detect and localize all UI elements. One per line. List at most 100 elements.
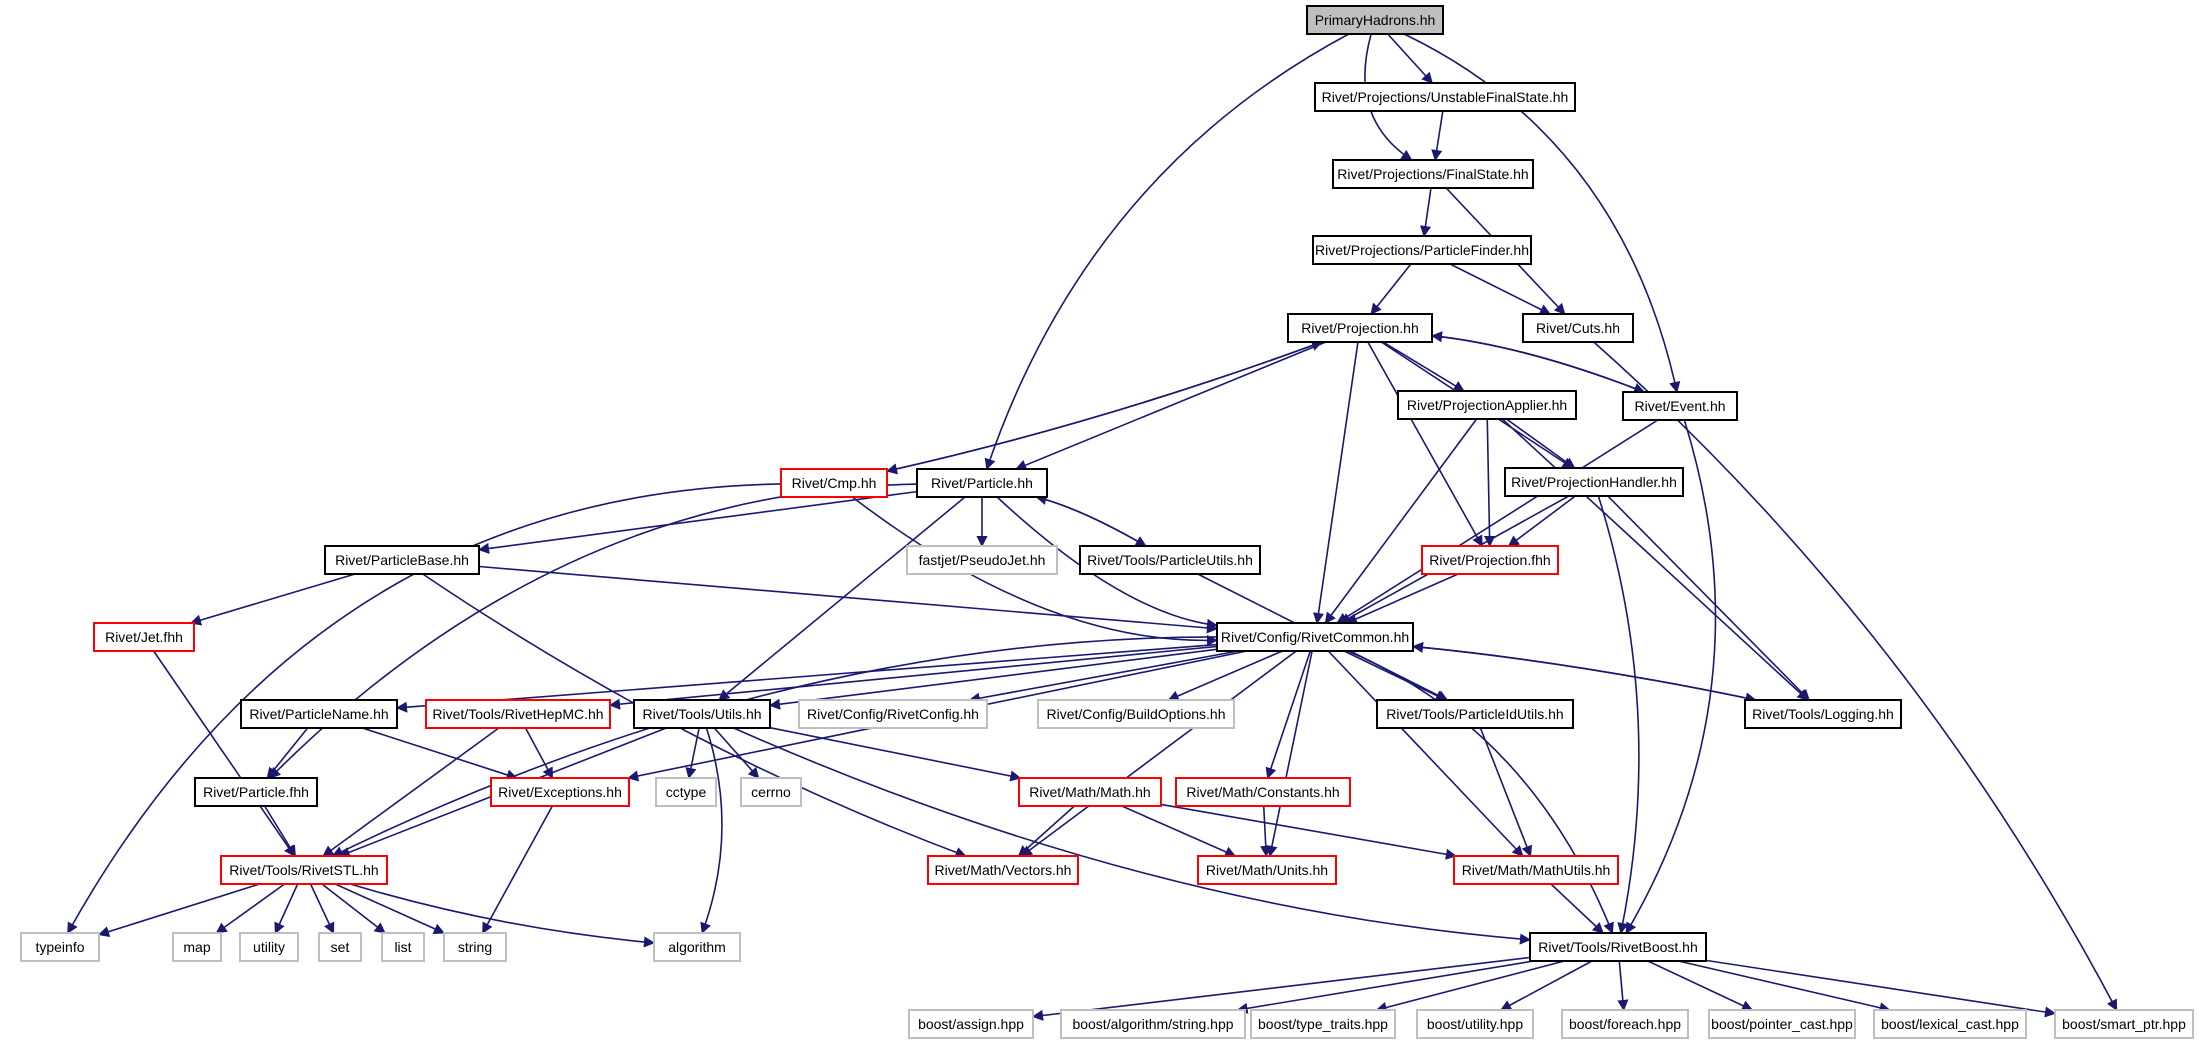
edge-common-to-boost xyxy=(1347,650,1614,935)
node-consts[interactable]: Rivet/Math/Constants.hh xyxy=(1175,777,1351,807)
node-pfhh[interactable]: Rivet/Particle.fhh xyxy=(194,777,318,807)
node-rconfig: Rivet/Config/RivetConfig.hh xyxy=(798,699,988,729)
node-box-mutils xyxy=(1453,855,1619,885)
node-box-exc xyxy=(490,777,630,807)
node-pname[interactable]: Rivet/ParticleName.hh xyxy=(240,699,398,729)
edge-papp-to-common xyxy=(1324,418,1478,624)
edge-cuts-to-bsp xyxy=(1593,341,2118,1011)
node-box-bpc xyxy=(1708,1009,1856,1039)
edge-common-to-stl xyxy=(331,636,1218,857)
node-pf[interactable]: Rivet/Projections/ParticleFinder.hh xyxy=(1312,235,1532,265)
edge-mathhh-to-mutils xyxy=(1160,803,1458,860)
edge-common-to-logging xyxy=(1412,645,1757,704)
edge-root-to-ufs xyxy=(1387,33,1434,84)
node-box-proj xyxy=(1287,313,1433,343)
node-label-stl: Rivet/Tools/RivetSTL.hh xyxy=(229,862,378,878)
edge-common-to-rconfig xyxy=(968,650,1239,704)
edge-proj-to-event xyxy=(1431,334,1646,394)
node-label-bassign: boost/assign.hpp xyxy=(918,1016,1024,1032)
node-mutils[interactable]: Rivet/Math/MathUtils.hh xyxy=(1453,855,1619,885)
node-box-pfhh xyxy=(194,777,318,807)
node-label-typeinfo: typeinfo xyxy=(35,939,84,955)
node-logging[interactable]: Rivet/Tools/Logging.hh xyxy=(1744,699,1902,729)
node-putils[interactable]: Rivet/Tools/ParticleUtils.hh xyxy=(1079,545,1261,575)
node-units[interactable]: Rivet/Math/Units.hh xyxy=(1197,855,1337,885)
node-btt: boost/type_traits.hpp xyxy=(1250,1009,1396,1039)
edge-proj-to-papp xyxy=(1382,341,1465,392)
edge-mathhh-to-vectors xyxy=(1017,805,1075,857)
edge-event-to-boost xyxy=(1625,419,1717,934)
node-cmp[interactable]: Rivet/Cmp.hh xyxy=(780,468,888,498)
node-event[interactable]: Rivet/Event.hh xyxy=(1622,391,1738,421)
edge-phand-to-logging xyxy=(1607,495,1810,701)
edge-boost-to-bassign xyxy=(1031,956,1531,1021)
edge-mutils-to-boost xyxy=(1550,883,1604,934)
edge-papp-to-logging xyxy=(1501,418,1809,701)
node-box-particle xyxy=(916,468,1048,498)
node-label-pseudojet: fastjet/PseudoJet.hh xyxy=(919,552,1046,568)
node-papp[interactable]: Rivet/ProjectionApplier.hh xyxy=(1397,390,1577,420)
node-box-pbase xyxy=(324,545,480,575)
edge-root-to-particle xyxy=(984,33,1350,471)
node-box-projfhh xyxy=(1421,545,1559,575)
node-label-fs: Rivet/Projections/FinalState.hh xyxy=(1337,166,1528,182)
node-box-map xyxy=(172,932,222,962)
edge-utils-to-algorithm xyxy=(700,727,723,935)
node-pseudojet: fastjet/PseudoJet.hh xyxy=(906,545,1058,575)
node-label-set: set xyxy=(331,939,350,955)
edge-common-to-consts xyxy=(1265,650,1312,780)
node-box-blc xyxy=(1873,1009,2027,1039)
node-projfhh[interactable]: Rivet/Projection.fhh xyxy=(1421,545,1559,575)
node-label-particle: Rivet/Particle.hh xyxy=(931,475,1033,491)
node-stl[interactable]: Rivet/Tools/RivetSTL.hh xyxy=(220,855,388,885)
node-utils[interactable]: Rivet/Tools/Utils.hh xyxy=(633,699,771,729)
node-box-cerrno xyxy=(740,777,802,807)
node-mathhh[interactable]: Rivet/Math/Math.hh xyxy=(1018,777,1162,807)
node-box-pf xyxy=(1312,235,1532,265)
edge-root-to-event xyxy=(1403,33,1681,394)
edge-particle-to-common xyxy=(996,496,1219,630)
edge-particle-to-pfhh xyxy=(269,483,918,779)
node-label-bpc: boost/pointer_cast.hpp xyxy=(1711,1016,1853,1032)
node-root[interactable]: PrimaryHadrons.hh xyxy=(1306,5,1444,35)
node-box-stl xyxy=(220,855,388,885)
node-box-string xyxy=(443,932,507,962)
node-string: string xyxy=(443,932,507,962)
node-phand[interactable]: Rivet/ProjectionHandler.hh xyxy=(1504,467,1684,497)
edge-stl-to-utility xyxy=(274,883,299,935)
node-bassign: boost/assign.hpp xyxy=(908,1009,1034,1039)
node-particle[interactable]: Rivet/Particle.hh xyxy=(916,468,1048,498)
node-cuts[interactable]: Rivet/Cuts.hh xyxy=(1522,313,1634,343)
node-proj[interactable]: Rivet/Projection.hh xyxy=(1287,313,1433,343)
edge-boost-to-btt xyxy=(1375,960,1565,1013)
node-label-algorithm: algorithm xyxy=(668,939,726,955)
node-box-utils xyxy=(633,699,771,729)
node-label-pfhh: Rivet/Particle.fhh xyxy=(203,784,309,800)
node-label-pidutils: Rivet/Tools/ParticleIdUtils.hh xyxy=(1386,706,1563,722)
edge-hepmc-to-stl xyxy=(322,727,500,857)
node-set: set xyxy=(318,932,362,962)
edge-ufs-to-fs xyxy=(1431,110,1444,162)
node-pidutils[interactable]: Rivet/Tools/ParticleIdUtils.hh xyxy=(1376,699,1574,729)
nodes-layer: PrimaryHadrons.hhRivet/Projections/Unsta… xyxy=(20,5,2194,1039)
node-exc[interactable]: Rivet/Exceptions.hh xyxy=(490,777,630,807)
node-jetfhh[interactable]: Rivet/Jet.fhh xyxy=(93,622,195,652)
node-box-btt xyxy=(1250,1009,1396,1039)
node-blc: boost/lexical_cast.hpp xyxy=(1873,1009,2027,1039)
edge-pbase-to-common xyxy=(478,565,1219,634)
edge-common-to-units xyxy=(1266,650,1313,858)
node-vectors[interactable]: Rivet/Math/Vectors.hh xyxy=(927,855,1079,885)
node-label-root: PrimaryHadrons.hh xyxy=(1315,12,1436,28)
node-fs[interactable]: Rivet/Projections/FinalState.hh xyxy=(1332,159,1534,189)
node-ufs[interactable]: Rivet/Projections/UnstableFinalState.hh xyxy=(1314,82,1576,112)
node-label-cerrno: cerrno xyxy=(751,784,791,800)
edge-particle-to-utils xyxy=(718,496,966,701)
edge-papp-to-phand xyxy=(1505,418,1576,469)
node-pbase[interactable]: Rivet/ParticleBase.hh xyxy=(324,545,480,575)
node-boost[interactable]: Rivet/Tools/RivetBoost.hh xyxy=(1529,932,1707,962)
node-common[interactable]: Rivet/Config/RivetCommon.hh xyxy=(1216,622,1414,652)
node-list: list xyxy=(381,932,425,962)
node-cctype: cctype xyxy=(655,777,717,807)
node-hepmc[interactable]: Rivet/Tools/RivetHepMC.hh xyxy=(425,699,611,729)
node-box-list xyxy=(381,932,425,962)
